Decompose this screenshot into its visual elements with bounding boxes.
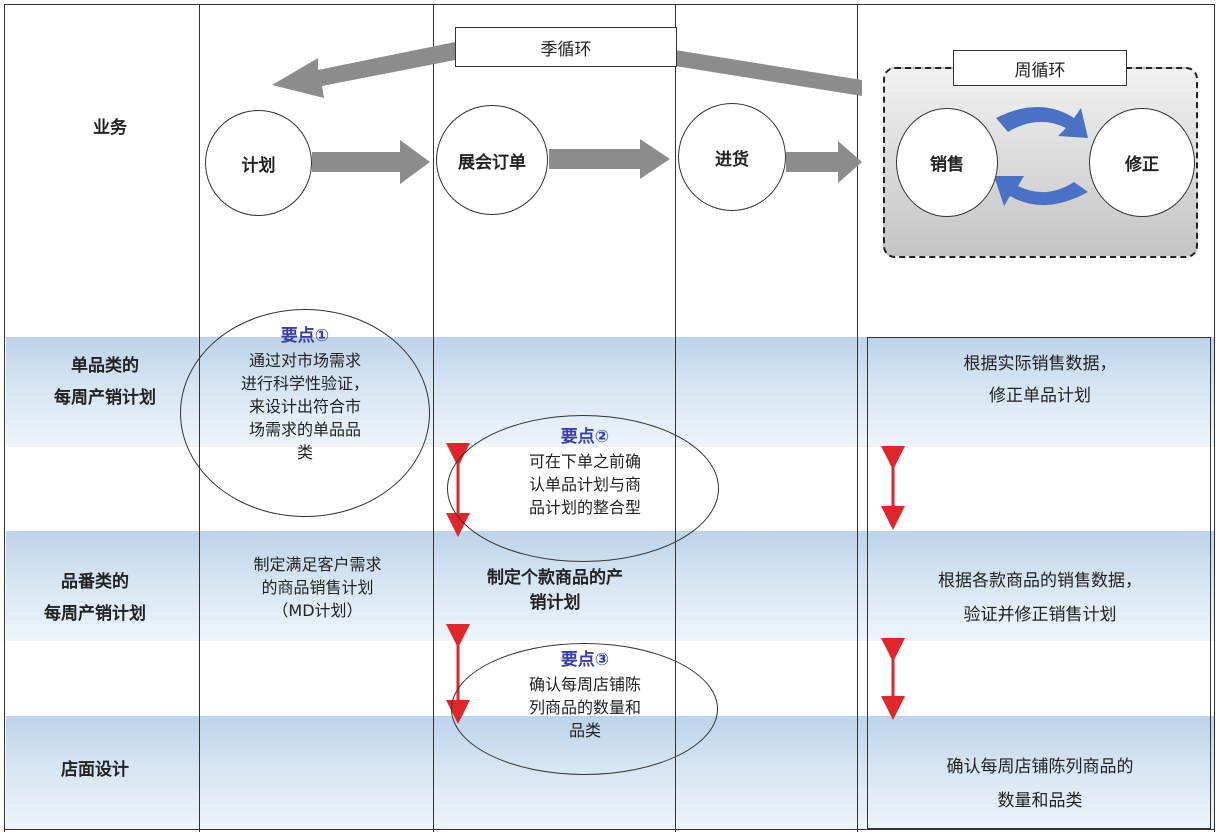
row-label-store-design-text: 店面设计 — [61, 760, 129, 780]
col-divider-2 — [433, 4, 434, 832]
season-loop-text: 季循环 — [540, 39, 592, 60]
key-point-1-ellipse — [180, 309, 430, 517]
process-plan-text: 计划 — [241, 155, 276, 176]
row-label-business-text: 业务 — [93, 118, 127, 138]
store-check-line: 数量和品类 — [997, 791, 1083, 811]
item-correction-line: 根据实际销售数据， — [963, 354, 1117, 374]
product-plan-text: 制定个款商品的产 销计划 — [440, 566, 670, 615]
key-point-3-line: 列商品的数量和 — [528, 697, 641, 717]
row-label-sku-plan-line2: 每周产销计划 — [44, 604, 146, 625]
md-plan-line: 的商品销售计划 — [261, 578, 374, 598]
key-point-1-line: 来设计出符合市 — [248, 397, 361, 417]
key-point-3-line: 确认每周店铺陈 — [528, 674, 641, 694]
process-stock-node: 进货 — [678, 103, 786, 211]
process-order-text: 展会订单 — [458, 152, 526, 173]
season-loop-arrow — [272, 42, 862, 98]
process-correction-node: 修正 — [1089, 108, 1195, 217]
row-label-sku-plan: 品番类的 每周产销计划 — [0, 566, 190, 631]
key-point-2-ellipse — [447, 415, 719, 562]
sku-correction-text: 根据各款商品的销售数据， 验证并修正销售计划 — [875, 564, 1205, 632]
md-plan-line: 制定满足客户需求 — [253, 555, 382, 574]
col-divider-4 — [857, 4, 858, 832]
key-point-3-line: 品类 — [568, 721, 601, 741]
col-divider-3 — [675, 4, 676, 832]
key-point-3-ellipse — [451, 643, 718, 775]
key-point-3-title: 要点③ — [560, 650, 610, 670]
process-sales-text: 销售 — [930, 155, 964, 175]
weekly-correction-box — [867, 337, 1211, 829]
md-plan-text: 制定满足客户需求 的商品销售计划 （MD计划） — [205, 553, 430, 623]
key-point-1-line: 场需求的单品品 — [248, 420, 361, 440]
row-label-item-plan-line1: 单品类的 — [71, 356, 139, 376]
row-label-store-design: 店面设计 — [0, 754, 190, 786]
product-plan-line: 制定个款商品的产 — [487, 568, 623, 588]
item-correction-text: 根据实际销售数据， 修正单品计划 — [875, 348, 1205, 413]
sku-correction-line: 验证并修正销售计划 — [963, 605, 1117, 625]
cycle-arrow-top-icon — [996, 107, 1088, 138]
row-label-item-plan-line2: 每周产销计划 — [54, 388, 156, 409]
week-loop-label: 周循环 — [953, 50, 1127, 86]
key-point-3: 要点③ 确认每周店铺陈 列商品的数量和 品类 — [460, 648, 710, 742]
store-check-text: 确认每周店铺陈列商品的 数量和品类 — [875, 750, 1205, 818]
row-label-item-plan: 单品类的 每周产销计划 — [10, 350, 200, 415]
col-divider-right-edge — [1214, 4, 1215, 832]
key-point-1-line: 进行科学性验证， — [240, 373, 369, 393]
process-stock-text: 进货 — [715, 149, 749, 170]
process-correction-text: 修正 — [1125, 155, 1159, 175]
key-point-1-line: 通过对市场需求 — [248, 350, 361, 370]
key-point-2-line: 认单品计划与商 — [528, 474, 641, 494]
process-plan-node: 计划 — [205, 110, 312, 216]
week-loop-text: 周循环 — [1014, 60, 1066, 81]
cycle-arrow-bottom-icon — [994, 176, 1088, 206]
key-point-2-line: 品计划的整合型 — [528, 498, 641, 518]
arrow-stock-to-sales — [786, 141, 862, 183]
key-point-2-line: 可在下单之前确 — [528, 451, 641, 471]
sku-correction-line: 根据各款商品的销售数据， — [938, 571, 1142, 591]
row-label-sku-plan-line1: 品番类的 — [61, 572, 129, 592]
arrow-order-to-stock — [549, 139, 670, 179]
key-point-2: 要点② 可在下单之前确 认单品计划与商 品计划的整合型 — [460, 425, 710, 519]
store-check-line: 确认每周店铺陈列商品的 — [946, 757, 1134, 777]
item-correction-line: 修正单品计划 — [989, 386, 1091, 407]
product-plan-line: 销计划 — [529, 592, 581, 613]
season-loop-label: 季循环 — [455, 27, 677, 67]
key-point-1: 要点① 通过对市场需求 进行科学性验证， 来设计出符合市 场需求的单品品 类 — [190, 324, 420, 465]
bottom-border — [4, 829, 1215, 830]
col-divider-left-edge — [4, 4, 5, 832]
md-plan-line: （MD计划） — [272, 601, 363, 621]
key-point-2-title: 要点② — [560, 427, 610, 447]
arrow-plan-to-order — [312, 140, 430, 184]
process-order-node: 展会订单 — [436, 105, 548, 215]
top-border — [4, 4, 1215, 5]
row-label-business: 业务 — [60, 112, 160, 144]
process-sales-node: 销售 — [896, 108, 998, 217]
key-point-1-line: 类 — [296, 443, 313, 463]
key-point-1-title: 要点① — [280, 326, 330, 346]
